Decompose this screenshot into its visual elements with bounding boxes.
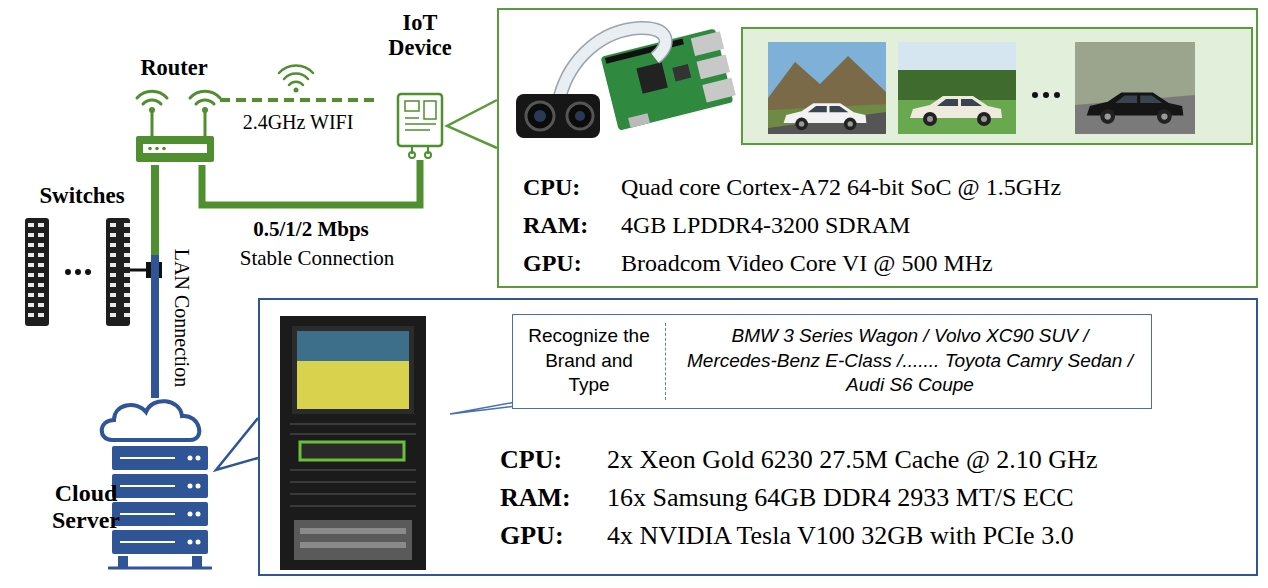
spec-key: GPU: [523, 250, 582, 277]
spec-panel: CPU: Quad core Cortex-A72 64-bit SoC @ 1.… [497, 8, 1258, 288]
raspberry-pi-photo [516, 27, 737, 138]
router-node: Router [128, 55, 220, 165]
link-label: LAN Connection [170, 247, 193, 389]
link-label: 2.4GHz WIFI [241, 111, 356, 134]
link-line [155, 165, 156, 398]
task-callout: Recognize the Brand and Type BMW 3 Series… [512, 314, 1152, 409]
server-rack-photo [280, 316, 426, 570]
switch-icons [25, 218, 162, 326]
switches-node: Switches [16, 183, 148, 331]
spec-value: 2x Xeon Gold 6230 27.5M Cache @ 2.10 GHz [607, 445, 1097, 474]
spec-key: CPU: [500, 445, 562, 474]
iot-device-icon [398, 94, 442, 158]
wifi-symbol [279, 65, 313, 92]
spec-key: RAM: [523, 212, 588, 239]
node-title: Router [128, 55, 220, 80]
cloud-server-icon [102, 401, 212, 568]
spec-value: 4GB LPDDR4-3200 SDRAM [621, 212, 910, 239]
spec-value: 16x Samsung 64GB DDR4 2933 MT/S ECC [607, 483, 1074, 512]
spec-key: GPU: [500, 521, 564, 550]
car-photo-strip [742, 28, 1252, 144]
spec-value: Quad core Cortex-A72 64-bit SoC @ 1.5GHz [621, 174, 1061, 201]
spec-key: RAM: [500, 483, 571, 512]
link-segment [202, 160, 420, 205]
link-segment [151, 255, 159, 398]
link-segment [151, 165, 159, 255]
spec-value: 4x NVIDIA Tesla V100 32GB with PCIe 3.0 [607, 521, 1074, 550]
link-line [202, 160, 420, 205]
spec-value: Broadcom Video Core VI @ 500 MHz [621, 250, 993, 277]
iot-device-node: IoT Device [376, 10, 464, 160]
cloud-server-node: Cloud Server [45, 398, 217, 574]
dashed-divider [665, 323, 666, 400]
link-label: 0.5/1/2 Mbps [251, 217, 371, 242]
node-title: Cloud Server [45, 480, 127, 534]
router-icon [136, 91, 220, 162]
callout-tail [447, 100, 499, 148]
task-name: Recognize the Brand and Type [527, 324, 651, 398]
class-examples: BMW 3 Series Wagon / Volvo XC90 SUV / Me… [685, 324, 1135, 398]
node-title: Switches [16, 183, 148, 209]
spec-key: CPU: [523, 174, 580, 201]
callout-tail [216, 418, 260, 470]
node-title: IoT Device [376, 10, 464, 60]
spec-panel: CPU: 2x Xeon Gold 6230 27.5M Cache @ 2.10… [258, 298, 1258, 576]
link-line [220, 100, 376, 101]
link-segment [220, 98, 376, 102]
link-note: Stable Connection [240, 246, 395, 271]
